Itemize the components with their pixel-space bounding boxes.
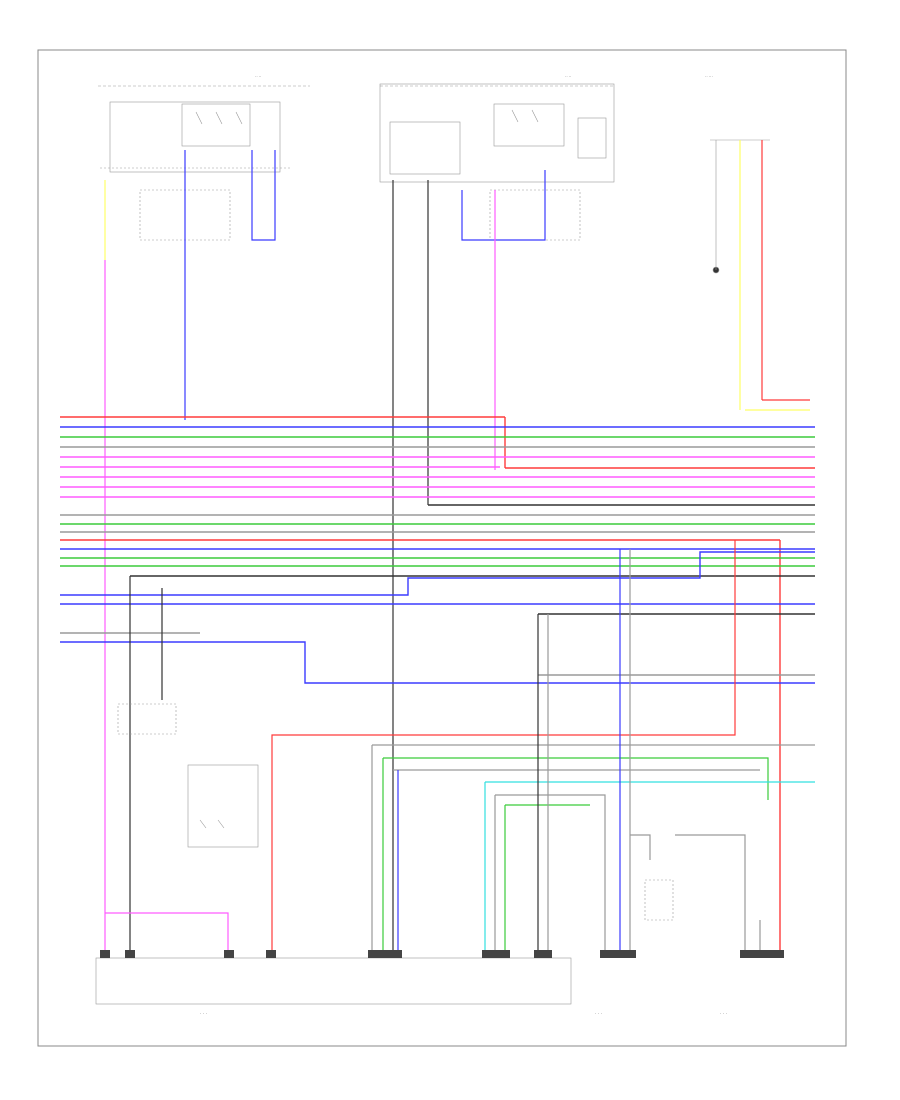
small-labels: ·· ·· ·· ·· ·· ··· · · · · · · · · · <box>200 74 727 1016</box>
label-sensor: · · · <box>720 1011 727 1016</box>
label-relay-left-title: ·· ·· <box>255 74 261 79</box>
label-ecu: · · · <box>200 1011 207 1016</box>
upper-wires <box>104 140 810 950</box>
lower-wires <box>105 540 815 950</box>
connector-top-right <box>710 139 770 274</box>
bus-wires <box>60 416 815 950</box>
relay-block-right <box>379 83 615 241</box>
component-boxes <box>117 703 674 921</box>
diagram-frame <box>37 49 847 1047</box>
bottom-connector-row <box>95 950 784 1005</box>
relay-block-left <box>98 85 310 241</box>
label-meter: · · · <box>595 1011 602 1016</box>
label-relay-right-title: ·· ·· <box>565 74 571 79</box>
label-connector-title: ·· ··· <box>705 74 713 79</box>
